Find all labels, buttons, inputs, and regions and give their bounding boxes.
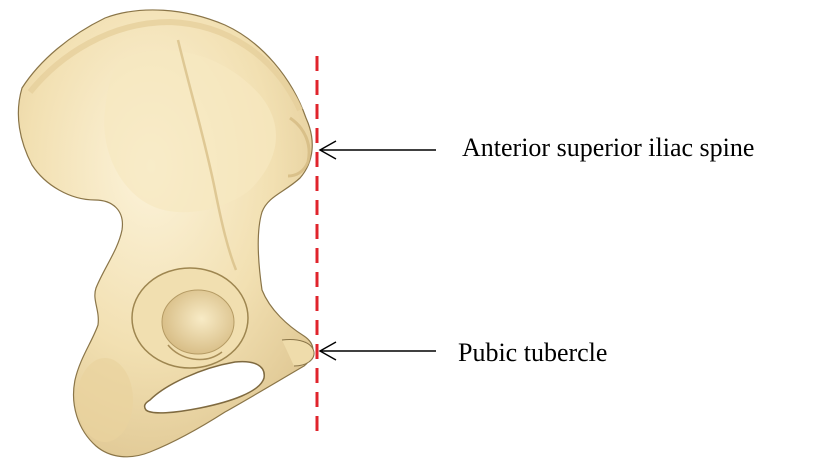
acetabulum-fossa bbox=[162, 290, 234, 354]
pubic-tubercle-arrow bbox=[320, 342, 436, 360]
asis-arrow bbox=[320, 141, 436, 159]
hip-bone bbox=[18, 10, 314, 457]
ischial-tuberosity bbox=[77, 358, 133, 442]
pubic-tubercle-label: Pubic tubercle bbox=[458, 340, 607, 366]
asis-label: Anterior superior iliac spine bbox=[462, 135, 754, 161]
